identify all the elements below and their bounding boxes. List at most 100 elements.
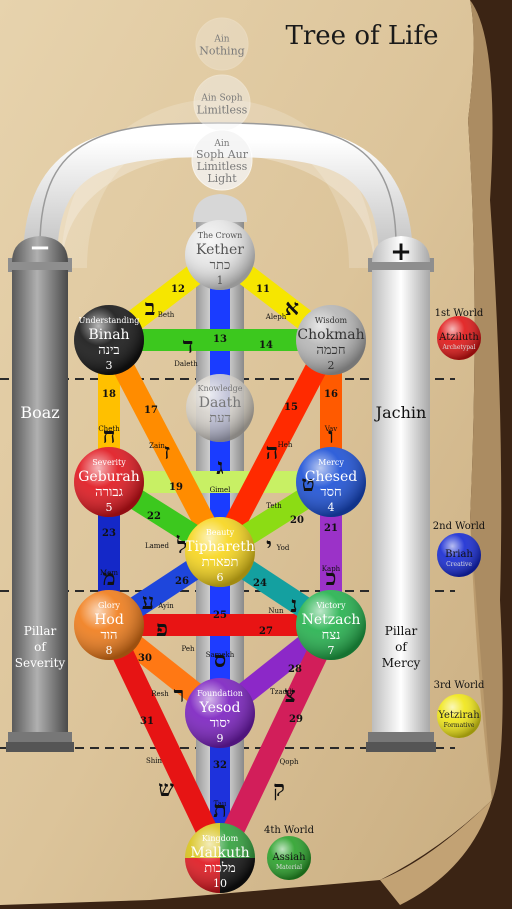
right-pillar-plinth — [366, 742, 436, 752]
hebrew-letter: א — [285, 295, 299, 321]
minus-icon: − — [29, 233, 51, 263]
sphere-hebrew: מלכות — [204, 861, 236, 876]
path-number: 13 — [213, 334, 227, 345]
path-name: Vav — [324, 425, 338, 433]
world-sub: Archetypal — [441, 344, 475, 351]
path-number: 32 — [213, 760, 227, 771]
path-number: 20 — [290, 515, 304, 526]
path-name: Aleph — [265, 313, 287, 321]
hebrew-letter: ז — [164, 439, 170, 465]
path-15 — [210, 334, 341, 558]
pillar-mercy-label: Mercy — [382, 656, 421, 670]
ain-label: Limitless — [197, 104, 248, 117]
sphere-shine — [74, 305, 144, 375]
path-number: 15 — [284, 402, 298, 413]
world-name: Briah — [445, 549, 473, 560]
sphere-hebrew: נצח — [322, 628, 341, 643]
path-name: Ayin — [157, 602, 174, 610]
middle-pillar-dome — [193, 194, 247, 222]
path-name: Qoph — [280, 758, 299, 766]
sphere-name: Geburah — [78, 469, 140, 485]
sphere-shine — [296, 447, 366, 517]
sphere-shine — [74, 447, 144, 517]
path-name: Mem — [100, 569, 118, 577]
pillar-mercy-label: Pillar — [385, 624, 418, 638]
sphere-name: Malkuth — [190, 845, 249, 861]
world-name: Assiah — [271, 852, 306, 863]
hebrew-letter: פ — [156, 616, 168, 642]
path-name: Yod — [276, 544, 290, 552]
world-label: 2nd World — [433, 521, 486, 532]
sphere-title: Kingdom — [202, 834, 239, 843]
hebrew-letter: ש — [158, 776, 174, 802]
path-number: 22 — [147, 511, 161, 522]
sphere-hebrew: חסד — [320, 485, 341, 500]
path-number: 12 — [171, 284, 185, 295]
sphere-number: 7 — [328, 644, 335, 657]
sphere-title: Foundation — [197, 689, 243, 698]
world-label: 1st World — [435, 308, 484, 319]
sphere-shine — [296, 590, 366, 660]
ain-circle — [195, 17, 249, 71]
sphere-name: Daath — [199, 395, 242, 411]
world-label: 3rd World — [434, 680, 485, 691]
path-number: 14 — [259, 340, 273, 351]
path-name: Shin — [146, 757, 163, 765]
sphere-shine — [437, 316, 481, 360]
scroll-curl — [468, 0, 503, 800]
path-name: Lamed — [145, 542, 170, 550]
hebrew-letter: ב — [145, 295, 156, 321]
sphere-number: 8 — [106, 644, 113, 657]
main-arch-edge — [39, 122, 397, 246]
pillar-severity-label: of — [34, 640, 47, 654]
right-pillar-dome — [372, 236, 430, 262]
sphere-name: Netzach — [302, 612, 361, 628]
sphere-shine — [437, 533, 481, 577]
sphere-name: Hod — [94, 612, 124, 628]
path-name: Gimel — [210, 486, 232, 494]
sphere-hebrew: הוד — [100, 628, 117, 643]
sphere-title: Wisdom — [315, 316, 348, 325]
plus-icon: + — [390, 237, 412, 267]
sphere-title: Severity — [92, 458, 126, 467]
scroll-bottom-curl — [380, 800, 492, 905]
path-name: Resh — [151, 690, 169, 698]
path-name: Tau — [214, 800, 227, 808]
sphere-malkuth — [185, 823, 255, 893]
sphere-hebrew: תפארת — [202, 555, 239, 570]
path-number: 25 — [213, 610, 227, 621]
sphere-title: Beauty — [206, 528, 235, 537]
sphere-shine — [186, 374, 254, 442]
sphere-shine — [185, 678, 255, 748]
path-name: Cheth — [98, 425, 120, 433]
ain-label: Light — [207, 172, 237, 185]
hebrew-letter: מ — [102, 565, 115, 591]
path-number: 27 — [259, 626, 273, 637]
sphere-title: Knowledge — [197, 384, 242, 393]
hebrew-letter: י — [266, 533, 272, 559]
ain-label: Soph Aur — [196, 148, 249, 161]
sphere-number: 5 — [106, 501, 113, 514]
path-name: Tzaddi — [270, 688, 294, 696]
path-name: Kaph — [322, 565, 341, 573]
hebrew-letter: כ — [326, 565, 337, 591]
pillar-severity-label: Pillar — [24, 624, 57, 638]
sphere-number: 2 — [328, 359, 335, 372]
path-number: 23 — [102, 528, 116, 539]
ain-label: Limitless — [197, 160, 248, 173]
sphere-hebrew: כתר — [210, 258, 231, 273]
sphere-number: 10 — [213, 877, 227, 890]
path-name: Daleth — [174, 360, 198, 368]
left-pillar-base — [8, 732, 72, 742]
world-name: Atziluth — [438, 332, 479, 343]
sphere-title: The Crown — [198, 231, 243, 240]
path-number: 30 — [138, 653, 152, 664]
path-name: Zain — [149, 442, 165, 450]
sphere-hebrew: גבורה — [95, 485, 123, 500]
sphere-name: Tiphareth — [185, 539, 255, 555]
ain-circle — [191, 129, 253, 191]
ain-label: Ain — [213, 35, 229, 45]
path-number: 26 — [175, 576, 189, 587]
path-17 — [99, 334, 230, 558]
world-sub: Material — [276, 864, 302, 871]
